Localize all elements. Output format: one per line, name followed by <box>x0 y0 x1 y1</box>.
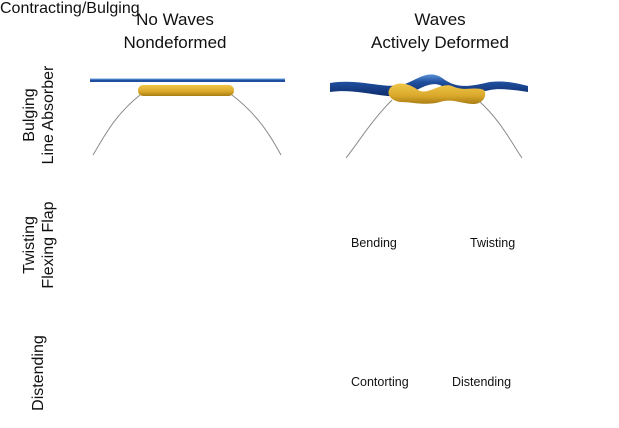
caption-bending: Bending <box>351 236 397 250</box>
column-header-deformed: Waves Actively Deformed <box>340 8 540 54</box>
line-absorber <box>138 85 234 96</box>
column-header-line1: No Waves <box>136 10 214 29</box>
caption-twisting: Twisting <box>470 236 516 250</box>
mooring-line <box>345 99 393 159</box>
row1-deformed-illustration <box>330 74 528 159</box>
caption-contorting: Contorting <box>351 375 409 389</box>
mooring-line <box>477 99 523 159</box>
row1-nondeformed-illustration <box>90 78 285 156</box>
column-header-line2: Nondeformed <box>123 33 227 52</box>
caption-distending: Distending <box>452 375 512 389</box>
column-header-line2: Actively Deformed <box>371 33 509 52</box>
mooring-line <box>231 94 282 156</box>
caption-contracting-bulging: Contracting/Bulging <box>0 0 140 17</box>
column-header-nondeformed: No Waves Nondeformed <box>100 8 250 54</box>
column-header-line1: Waves <box>414 10 466 29</box>
water-surface-flat <box>90 79 285 82</box>
mooring-line <box>92 94 141 156</box>
deformed-absorber <box>388 83 486 104</box>
